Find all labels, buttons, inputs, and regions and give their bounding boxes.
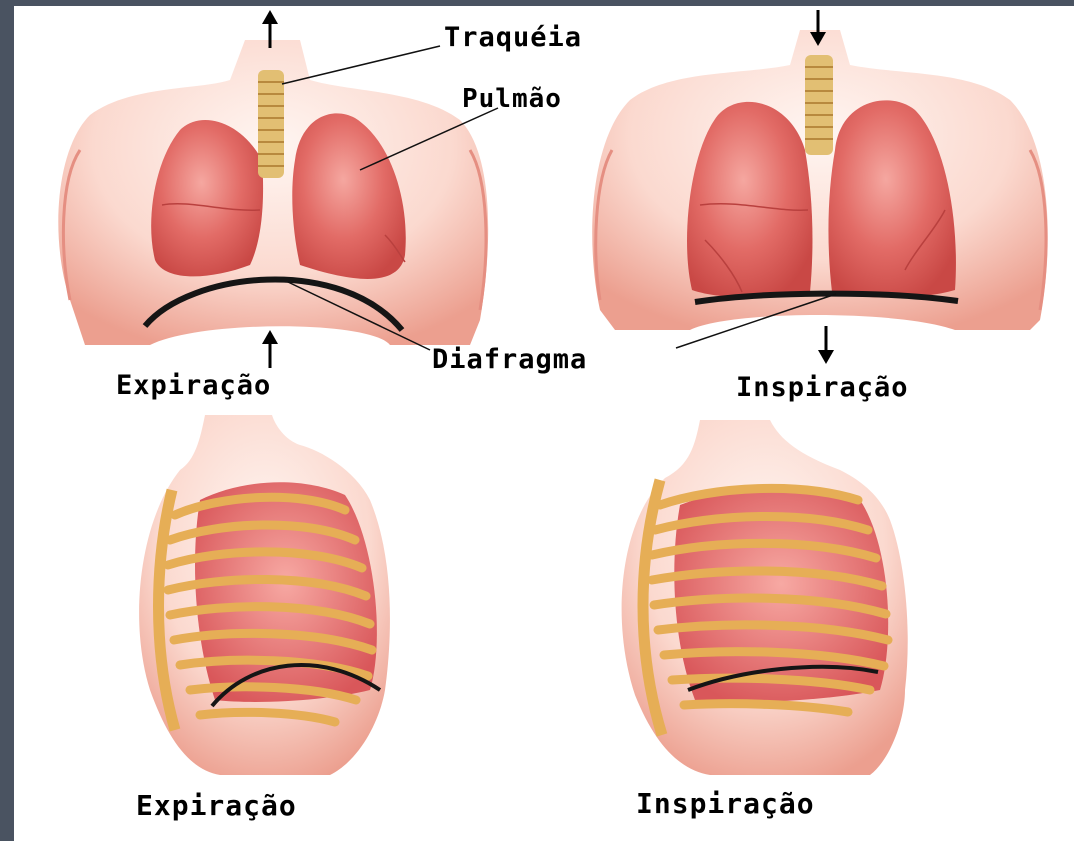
arrow-up-icon — [262, 330, 278, 368]
label-expiration-top: Expiração — [116, 370, 271, 401]
trachea-expiration — [258, 70, 284, 178]
arrow-down-icon — [818, 326, 834, 364]
label-expiration-bottom: Expiração — [136, 789, 297, 822]
trachea-inspiration — [805, 55, 833, 155]
label-trachea: Traquéia — [444, 22, 582, 53]
label-inspiration-bottom: Inspiração — [636, 787, 815, 820]
label-inspiration-top: Inspiração — [736, 372, 909, 403]
label-diaphragm: Diafragma — [432, 344, 587, 375]
label-lung: Pulmão — [462, 84, 562, 114]
